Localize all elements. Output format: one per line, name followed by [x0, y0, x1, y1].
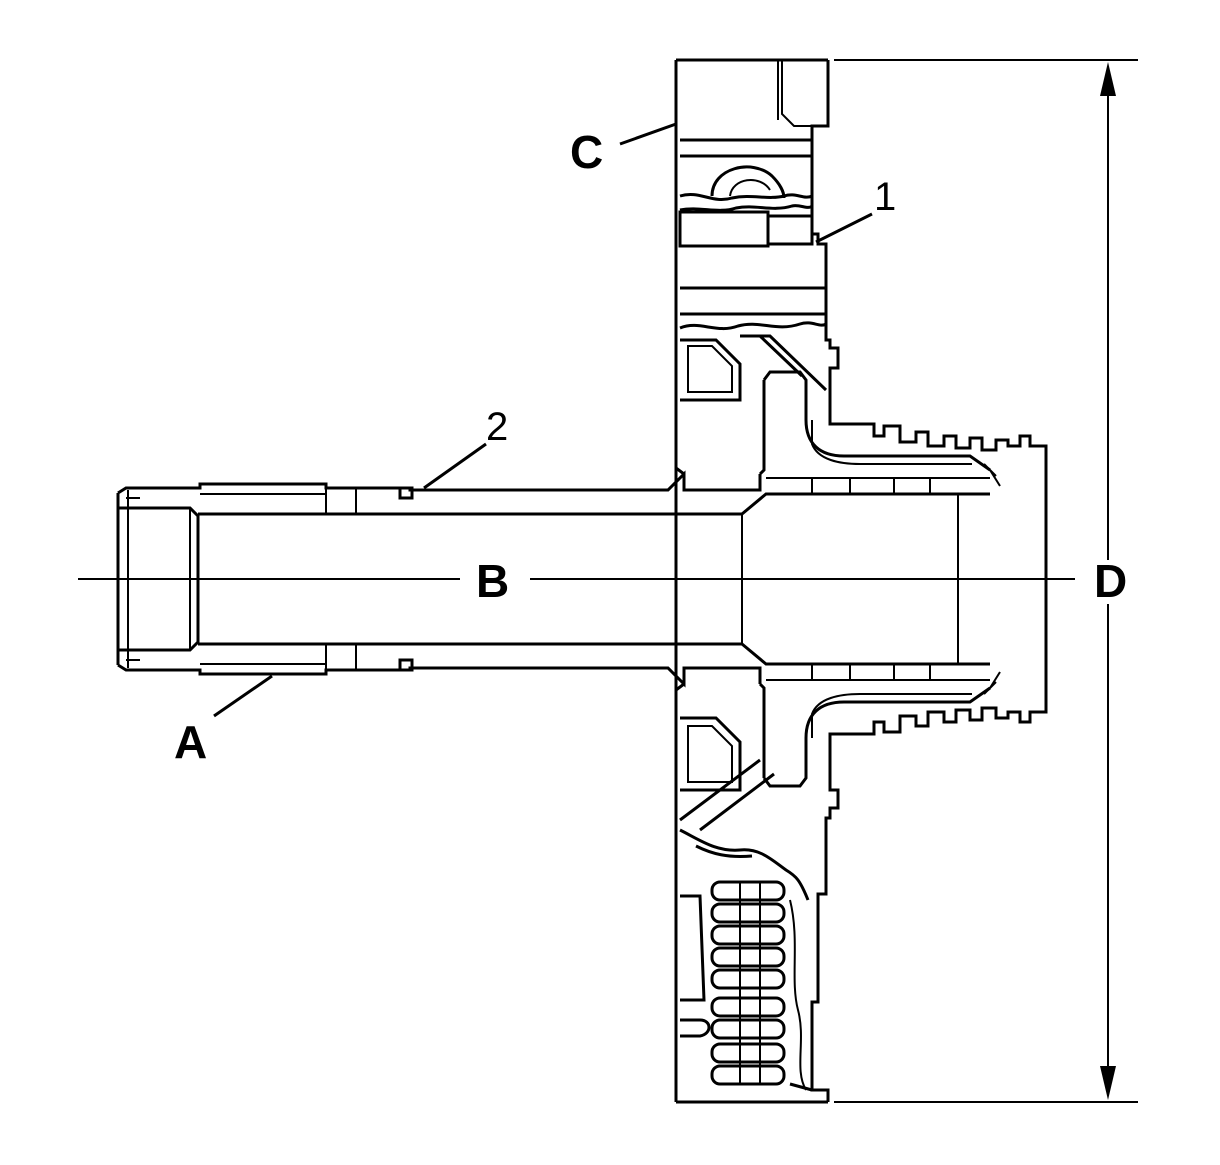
dimension-d	[834, 59, 1138, 1103]
label-1: 1	[874, 175, 896, 219]
label-c: C	[570, 126, 603, 178]
shaft-body	[116, 470, 990, 688]
label-2: 2	[486, 405, 508, 449]
label-b: B	[476, 555, 509, 607]
arrowhead-up	[1100, 62, 1116, 96]
flange-body	[674, 58, 1048, 1104]
flange-upper-details	[678, 138, 1001, 487]
flange-lower-details	[679, 671, 1001, 1092]
leader-c	[619, 122, 677, 146]
leader-lines	[213, 122, 873, 718]
leader-2	[423, 442, 487, 490]
leader-1	[815, 212, 873, 244]
label-d: D	[1094, 555, 1127, 607]
arrowhead-down	[1100, 1066, 1116, 1100]
callout-labels: C 1 2 B D A	[174, 126, 1127, 768]
label-a: A	[174, 716, 207, 768]
leader-a	[213, 674, 273, 718]
clutch-plate-stack	[710, 880, 786, 1086]
